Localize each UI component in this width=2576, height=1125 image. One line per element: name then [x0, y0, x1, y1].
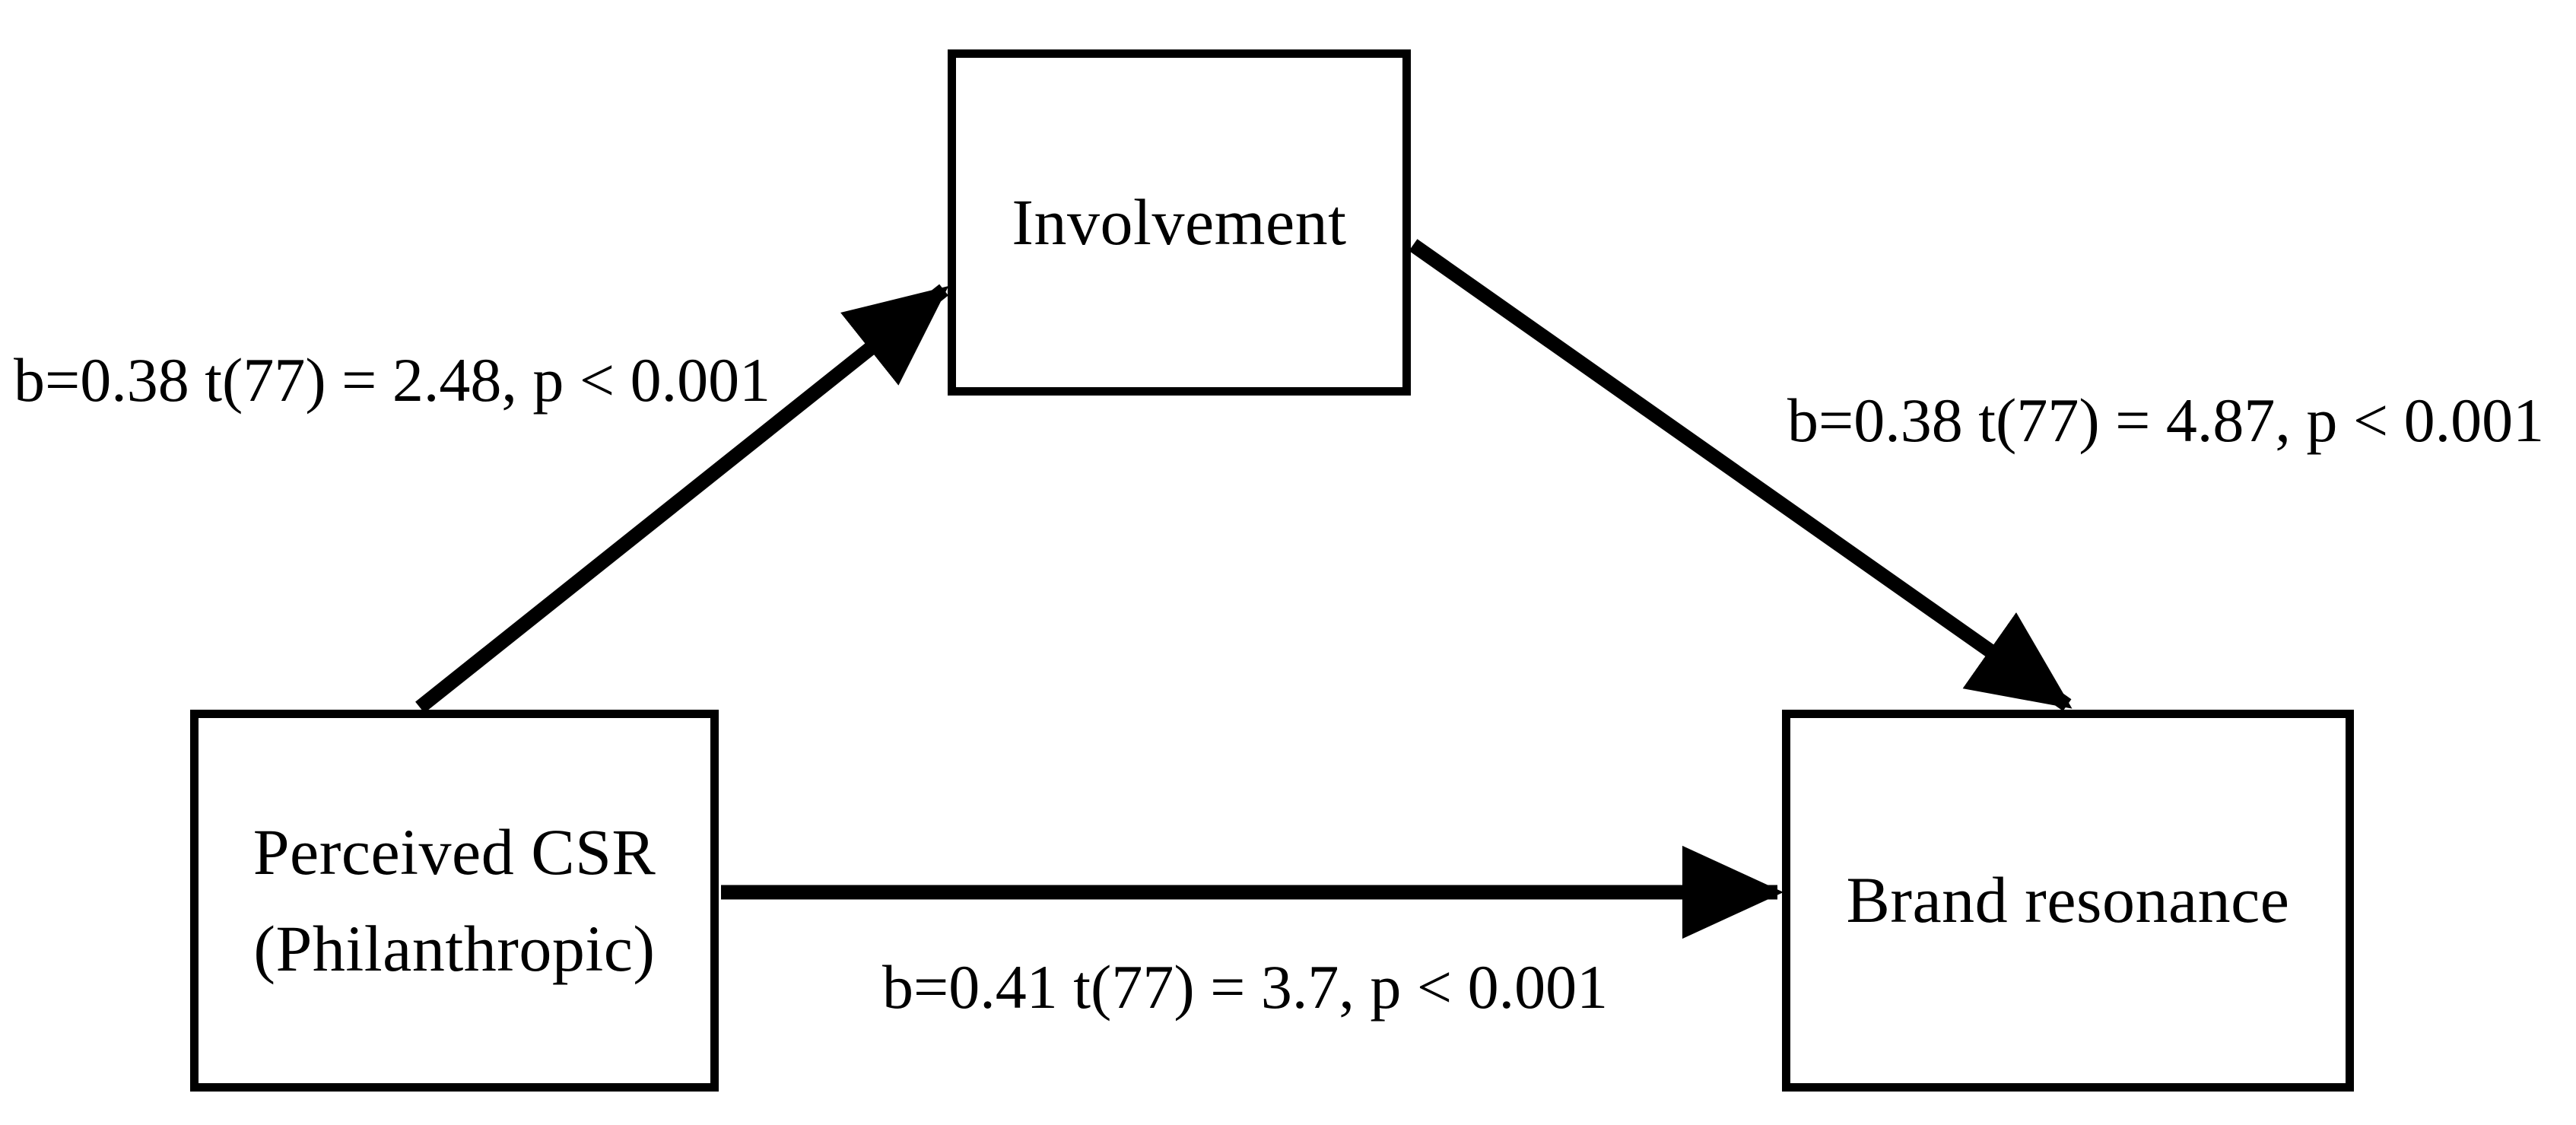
node-brand-resonance[interactable]: Brand resonance — [1782, 710, 2354, 1092]
node-brand-resonance-label: Brand resonance — [1846, 863, 2290, 937]
node-perceived-csr[interactable]: Perceived CSR (Philanthropic) — [190, 710, 719, 1092]
node-involvement[interactable]: Involvement — [948, 49, 1411, 396]
node-perceived-csr-label-line2: (Philanthropic) — [253, 912, 656, 985]
node-perceived-csr-label-line1: Perceived CSR — [253, 815, 656, 888]
edge-a-path-line — [415, 284, 949, 713]
edge-b-path-label: b=0.38 t(77) = 4.87, p < 0.001 — [1787, 386, 2545, 455]
node-involvement-label: Involvement — [1012, 185, 1347, 259]
edge-c-path-label: b=0.41 t(77) = 3.7, p < 0.001 — [882, 952, 1609, 1022]
edge-b-path-line — [1409, 239, 2073, 711]
edge-a-path-label: b=0.38 t(77) = 2.48, p < 0.001 — [14, 345, 771, 415]
